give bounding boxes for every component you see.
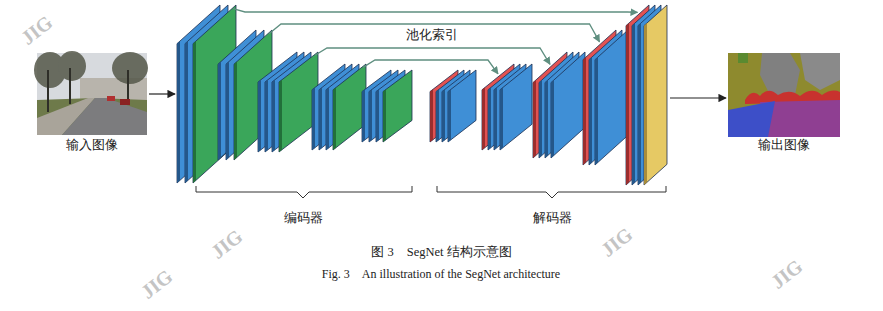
- slab-edge: [533, 80, 536, 158]
- pooling-index-line: [269, 24, 600, 42]
- layer-slab: [383, 70, 412, 142]
- slab-edge: [326, 87, 329, 150]
- flow-arrow: [149, 93, 175, 94]
- sidewalk-class: [728, 101, 775, 137]
- tree-class: [738, 53, 748, 63]
- slab-edge: [272, 80, 275, 152]
- watermark: JIG: [206, 224, 247, 263]
- road: [62, 98, 147, 135]
- encoder-group: 编码器: [177, 2, 429, 228]
- watermark: JIG: [136, 264, 177, 303]
- slab-edge: [442, 89, 445, 142]
- slab-edge: [383, 89, 386, 142]
- slab-edge: [494, 87, 497, 150]
- node-label: 输入图像: [66, 137, 118, 155]
- slab-edge: [644, 23, 647, 185]
- slab-edge: [177, 41, 180, 183]
- node-label: 解码器: [533, 210, 572, 228]
- slab-edge: [436, 89, 439, 142]
- slab-edge: [234, 62, 237, 161]
- slab-edge: [488, 87, 491, 150]
- slab-edge: [551, 80, 554, 158]
- slab-edge: [500, 87, 503, 150]
- slab-edge: [226, 62, 229, 161]
- slab-edge: [333, 87, 336, 150]
- decoder-bracket: [437, 186, 666, 198]
- flow-arrow: [670, 97, 726, 98]
- slab-edge: [369, 89, 372, 142]
- figure-caption: 图 3 SegNet 结构示意图: [0, 244, 883, 261]
- car: [107, 96, 115, 101]
- watermark: JIG: [16, 10, 57, 49]
- trees: [34, 51, 148, 88]
- watermark: JIG: [766, 254, 807, 293]
- car: [120, 99, 130, 105]
- slab-edge: [595, 57, 598, 165]
- slab-edge: [545, 80, 548, 158]
- pooling-index-label: 池化索引: [403, 27, 461, 43]
- building-class: [800, 53, 840, 90]
- slab-edge: [626, 23, 629, 185]
- slab-edge: [482, 87, 485, 150]
- layer-slab: [551, 52, 585, 158]
- slab-edge: [362, 89, 365, 142]
- slab-edge: [319, 87, 322, 150]
- slab-edge: [265, 80, 268, 152]
- english-caption: Fig. 3 An illustration of the SegNet arc…: [322, 267, 560, 281]
- slab-edge: [632, 23, 635, 185]
- output-segmentation: [728, 53, 840, 137]
- layer-slab: [333, 64, 366, 150]
- node-label: 编码器: [284, 210, 323, 228]
- layer-slab: [234, 30, 272, 160]
- layer-slab: [279, 52, 318, 152]
- layer-slab: [448, 70, 476, 142]
- slab-edge: [312, 87, 315, 150]
- pooling-index-line: [315, 48, 550, 64]
- building-class: [760, 53, 800, 95]
- slab-edge: [279, 80, 282, 152]
- slab-edge: [583, 57, 586, 165]
- slab-edge: [218, 62, 221, 161]
- slab-edge: [258, 80, 261, 152]
- slab-edge: [448, 89, 451, 142]
- layer-slab: [500, 64, 532, 150]
- slab-edge: [589, 57, 592, 165]
- decoder-group: 解码器: [437, 2, 668, 228]
- input-photo: [34, 51, 148, 135]
- input-image-box: 输入图像: [37, 53, 147, 155]
- node-label: 输出图像: [758, 137, 810, 155]
- pooling-index-line: [363, 60, 498, 74]
- layer-slab: [644, 5, 667, 185]
- encoder-bracket: [196, 186, 412, 198]
- slab-edge: [430, 89, 433, 142]
- watermark: JIG: [596, 222, 637, 261]
- trunks: [48, 68, 128, 112]
- output-image-box: 输出图像: [728, 53, 840, 155]
- slab-edge: [638, 23, 641, 185]
- layer-slab: [595, 30, 628, 165]
- pooling-index-line: [233, 9, 638, 13]
- grass: [37, 98, 147, 135]
- slab-edge: [185, 41, 188, 183]
- slab-edge: [539, 80, 542, 158]
- slab-edge: [193, 41, 196, 183]
- sky-class: [728, 53, 840, 137]
- slab-edge: [376, 89, 379, 142]
